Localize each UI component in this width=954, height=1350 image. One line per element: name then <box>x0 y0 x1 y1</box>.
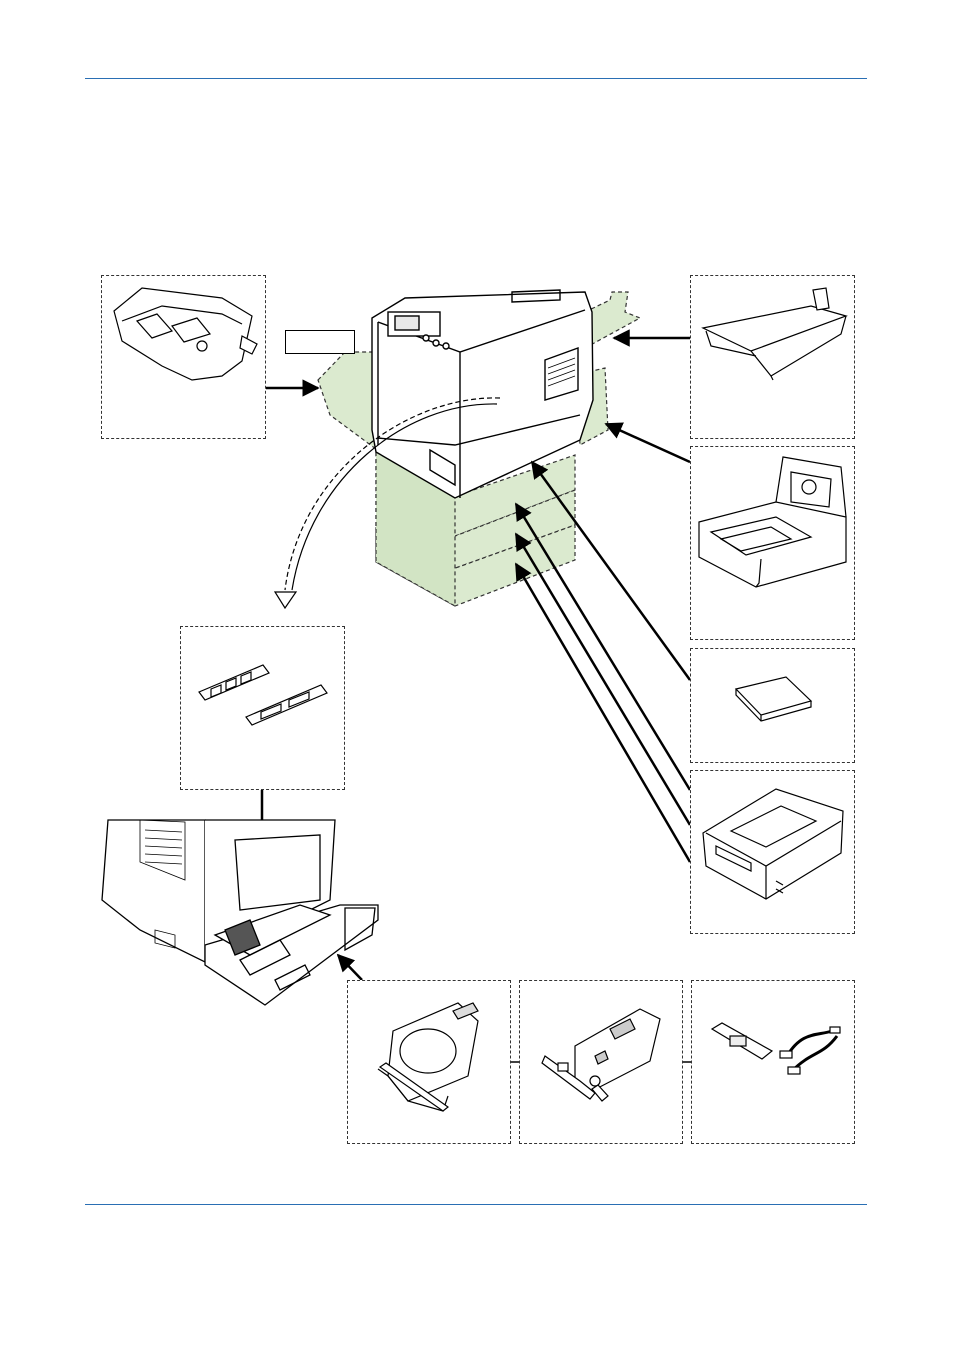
bulk-tray-silhouette <box>584 291 642 350</box>
envelope-feeder-box <box>101 275 266 439</box>
bulk-tray-icon <box>701 287 848 381</box>
hard-disk-box <box>347 980 511 1144</box>
printer-rear-illustration <box>101 819 379 1006</box>
memory-card-box <box>690 648 855 763</box>
connection-arrows <box>253 329 692 981</box>
bottom-rule <box>85 1204 867 1205</box>
paper-feeder-box <box>690 770 855 934</box>
duplex-unit-icon <box>698 456 847 588</box>
dimm-memory-icon <box>198 664 328 726</box>
memory-modules-box <box>180 626 345 790</box>
compactflash-card-icon <box>734 676 813 722</box>
printer-illustration <box>371 289 594 499</box>
memory-curve-arrow <box>284 397 501 591</box>
serial-interface-kit-icon <box>710 1022 841 1075</box>
envelope-feeder-icon <box>113 287 258 381</box>
top-rule <box>85 78 867 79</box>
option-label-box <box>285 330 355 354</box>
network-interface-card-icon <box>541 1008 661 1102</box>
serial-interface-box <box>691 980 855 1144</box>
paper-feeder-icon <box>702 788 844 900</box>
network-card-box <box>519 980 683 1144</box>
bulk-tray-box <box>690 275 855 439</box>
duplex-unit-box <box>690 446 855 640</box>
hard-disk-icon <box>377 1002 479 1112</box>
